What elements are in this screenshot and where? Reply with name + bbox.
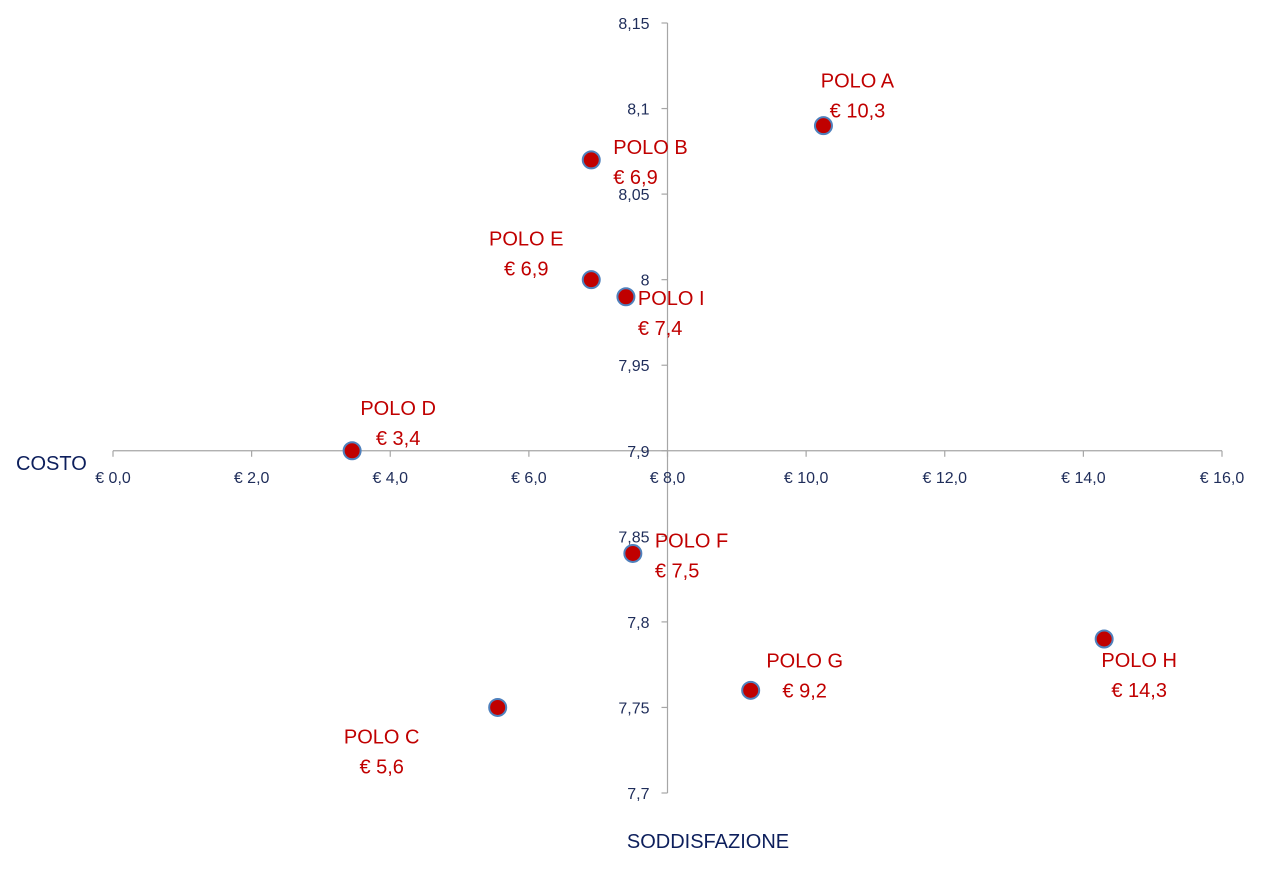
point-label-polo-f: POLO F [655, 530, 728, 552]
point-polo-b [581, 150, 601, 170]
price-label-polo-b: € 6,9 [613, 167, 657, 189]
x-tick-label: € 2,0 [234, 470, 270, 487]
point-label-polo-b: POLO B [613, 137, 687, 159]
point-label-polo-c: POLO C [344, 726, 420, 748]
y-tick-label: 8,05 [618, 187, 649, 204]
price-label-polo-h: € 14,3 [1111, 680, 1167, 702]
point-label-polo-g: POLO G [766, 650, 843, 672]
y-tick-label: 8,1 [627, 102, 649, 119]
point-polo-e [581, 270, 601, 290]
point-polo-i [616, 287, 636, 307]
x-tick-label: € 8,0 [650, 470, 686, 487]
points-layer [342, 116, 1114, 717]
y-tick-label: 7,95 [618, 358, 649, 375]
y-tick-label: 8,15 [618, 16, 649, 33]
point-polo-f [623, 543, 643, 563]
y-tick-label: 8 [641, 273, 650, 290]
x-tick-label: € 0,0 [95, 470, 131, 487]
y-tick-label: 7,9 [627, 444, 649, 461]
point-polo-g [741, 680, 761, 700]
point-label-polo-e: POLO E [489, 229, 563, 251]
price-label-polo-i: € 7,4 [638, 318, 682, 340]
x-tick-label: € 10,0 [784, 470, 829, 487]
point-polo-c [488, 697, 508, 717]
x-tick-label: € 12,0 [923, 470, 968, 487]
ticks-layer: € 0,0 € 2,0 € 4,0 € 6,0 € 8,0 € 10,0 € 12,0 € 1… [95, 16, 1244, 803]
price-label-polo-e: € 6,9 [504, 259, 548, 281]
point-polo-d [342, 441, 362, 461]
x-tick-label: € 16,0 [1200, 470, 1245, 487]
y-tick-label: 7,7 [627, 786, 649, 803]
x-tick-label: € 14,0 [1061, 470, 1106, 487]
price-label-polo-d: € 3,4 [376, 428, 420, 450]
price-label-polo-f: € 7,5 [655, 560, 699, 582]
price-label-polo-c: € 5,6 [359, 756, 403, 778]
point-polo-a [813, 116, 833, 136]
price-label-polo-a: € 10,3 [830, 101, 886, 123]
x-axis-title: COSTO [16, 453, 87, 475]
y-axis-title: SODDISFAZIONE [627, 831, 789, 853]
point-label-polo-d: POLO D [360, 398, 436, 420]
point-label-polo-a: POLO A [821, 71, 895, 93]
point-polo-h [1094, 629, 1114, 649]
point-label-polo-i: POLO I [638, 288, 705, 310]
x-tick-label: € 4,0 [372, 470, 408, 487]
y-tick-label: 7,85 [618, 529, 649, 546]
y-tick-label: 7,8 [627, 615, 649, 632]
price-label-polo-g: € 9,2 [782, 680, 826, 702]
y-tick-label: 7,75 [618, 700, 649, 717]
point-label-polo-h: POLO H [1101, 650, 1177, 672]
x-tick-label: € 6,0 [511, 470, 547, 487]
